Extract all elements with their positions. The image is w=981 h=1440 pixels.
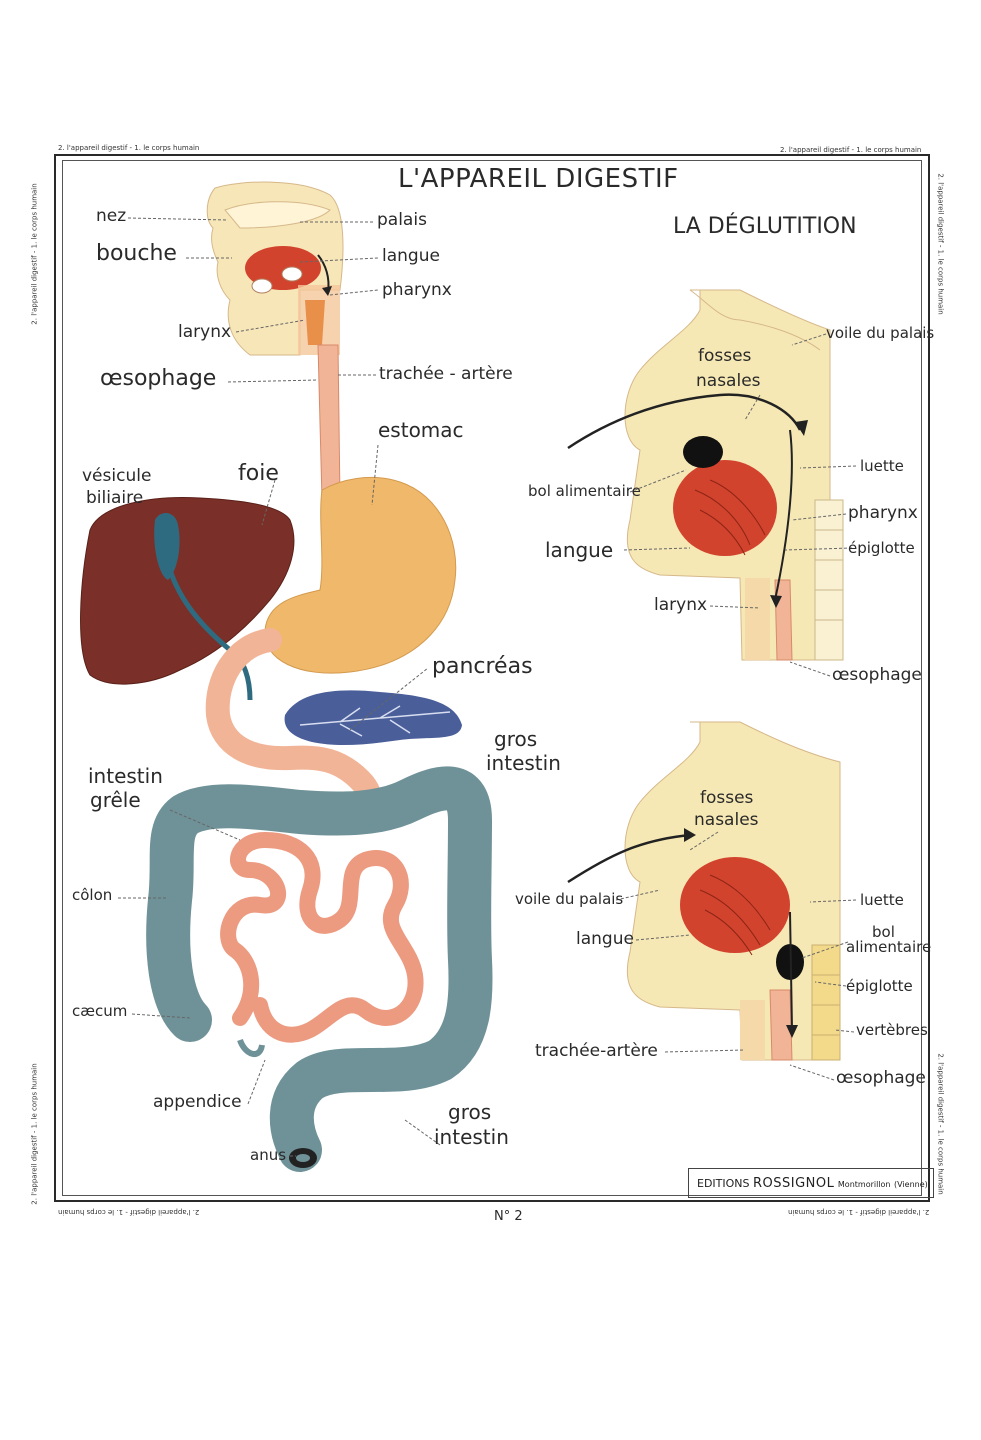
label-alimentaire-2: alimentaire [846,940,931,955]
label-langue-2: langue [576,931,634,948]
label-anus: anus [250,1148,286,1163]
label-luette-1: luette [860,459,904,474]
label-appendice: appendice [153,1094,242,1111]
label-oesophage: œsophage [100,368,216,390]
small-intestine [228,840,415,1035]
label-luette-2: luette [860,893,904,908]
label-trachee-artere-2: trachée-artère [535,1043,658,1060]
label-fosses-2: fosses [700,790,753,807]
tongue-1 [673,460,777,556]
publisher-city: Montmorillon [838,1180,891,1189]
publisher-box: EDITIONS ROSSIGNOL Montmorillon (Vienne) [688,1168,934,1198]
stomach-shape [265,477,456,673]
label-trachee-artere: trachée - artère [379,366,513,383]
label-voile-du-palais-1: voile du palais [826,326,934,341]
label-bouche: bouche [96,243,177,265]
label-nasales-2: nasales [694,812,759,829]
trachea-2 [740,1000,765,1060]
label-estomac: estomac [378,420,464,440]
label-larynx: larynx [178,324,231,341]
label-fosses-1: fosses [698,348,751,365]
label-epiglotte-2: épiglotte [846,979,913,994]
page-title: L'APPAREIL DIGESTIF [398,166,679,192]
label-nez: nez [96,208,126,225]
food-bolus-1 [683,436,723,468]
label-gros-bottom: gros [448,1102,491,1122]
label-pancreas: pancréas [432,656,533,678]
label-intestin-grele-1: intestin [88,766,163,786]
vertebrae-2 [812,945,840,1060]
label-gros-top: gros [494,729,537,749]
editions-label: EDITIONS [697,1177,750,1190]
oesophagus-tube [318,345,340,500]
label-caecum: cæcum [72,1004,127,1019]
label-biliaire: biliaire [86,490,143,507]
label-langue: langue [382,248,440,265]
label-oesophage-2: œsophage [836,1070,926,1087]
label-nasales-1: nasales [696,373,761,390]
label-intestin-top: intestin [486,753,561,773]
pancreas-shape [285,690,462,745]
section-title-deglutition: LA DÉGLUTITION [673,216,857,238]
label-intestin-grele-2: grêle [90,790,141,810]
label-voile-du-palais-2: voile du palais [515,892,623,907]
label-bol-alimentaire-1: bol alimentaire [528,484,641,499]
label-oesophage-1: œsophage [832,667,922,684]
label-colon: côlon [72,888,112,903]
label-epiglotte-1: épiglotte [848,541,915,556]
label-pharynx-1: pharynx [848,505,918,522]
label-langue-1: langue [545,540,613,560]
label-foie: foie [238,463,279,485]
plate-number: N° 2 [494,1210,523,1223]
publisher-region: (Vienne) [894,1180,928,1189]
label-intestin-bottom: intestin [434,1127,509,1147]
appendix-shape [240,1040,262,1054]
liver-shape [81,497,294,684]
publisher-name: ROSSIGNOL [753,1176,834,1191]
tongue-2 [680,857,790,953]
label-pharynx: pharynx [382,282,452,299]
vertebrae-1 [815,500,843,660]
label-vesicule: vésicule [82,468,151,485]
larynx-shape [305,300,325,345]
label-vertebres: vertèbres [856,1023,928,1038]
label-palais: palais [377,212,427,229]
larynx-1 [745,578,770,660]
label-larynx-1: larynx [654,597,707,614]
